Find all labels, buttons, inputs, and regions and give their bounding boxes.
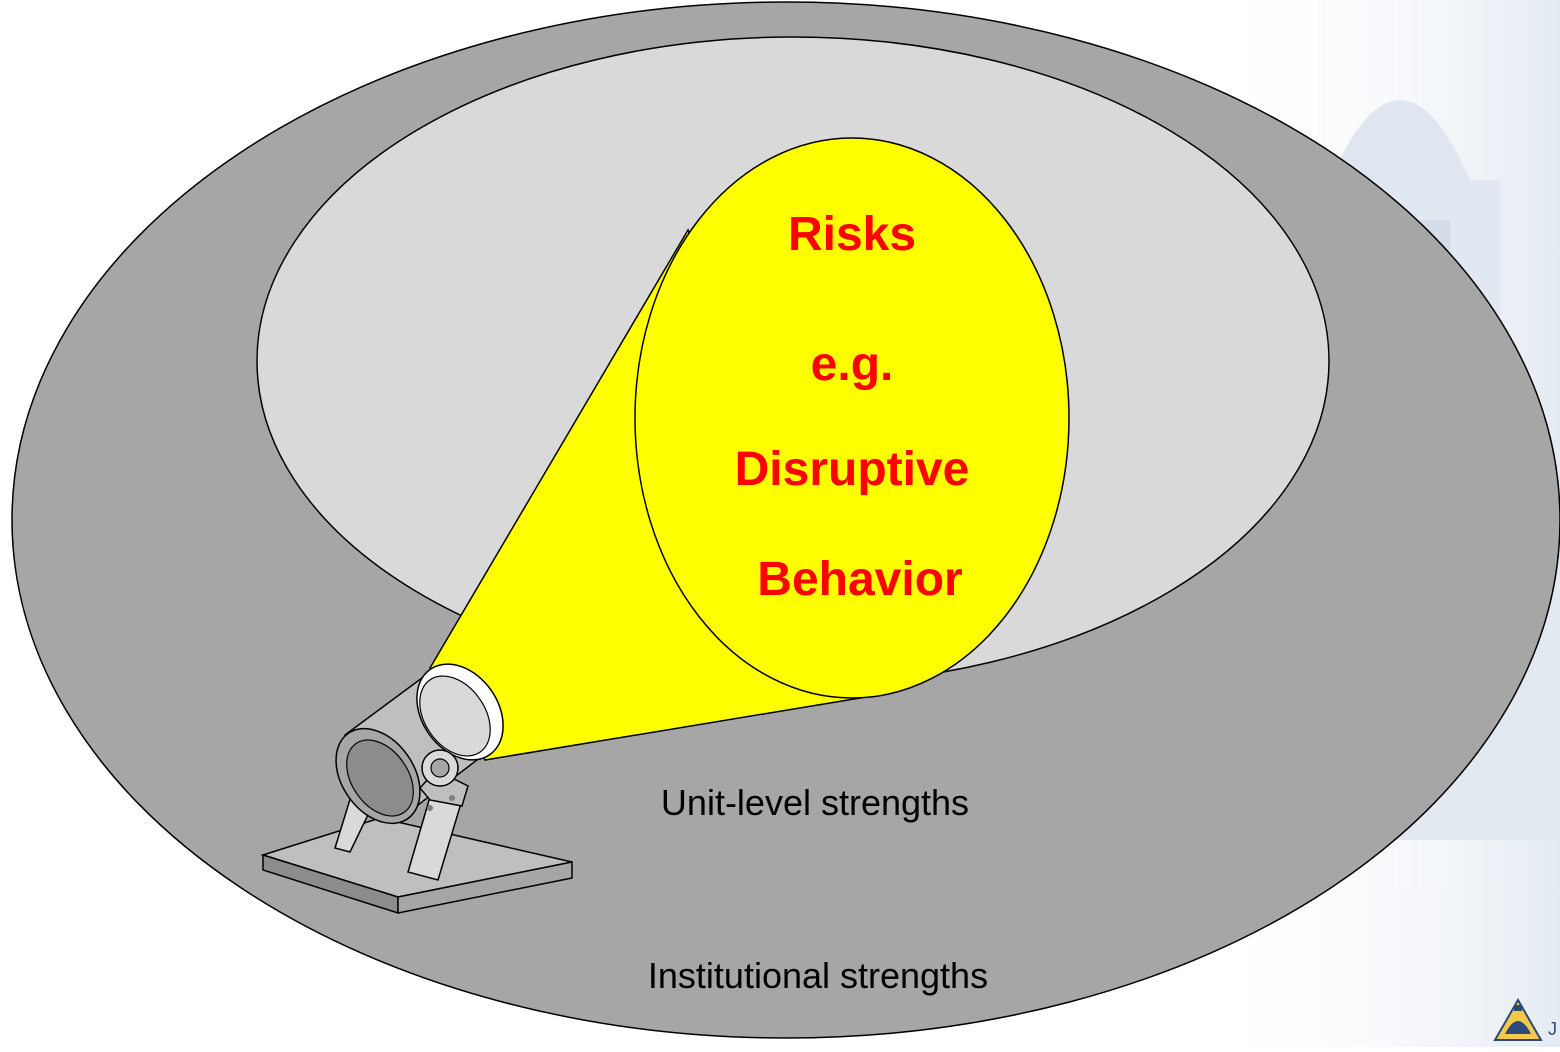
spotlight-line-disruptive: Disruptive xyxy=(735,443,970,496)
spotlight-line-eg: e.g. xyxy=(811,338,894,391)
outer-ring-label: Institutional strengths xyxy=(648,955,988,996)
university-dome-logo: J xyxy=(1493,997,1557,1041)
spotlight-lamp-icon xyxy=(260,663,573,915)
spotlight-line-behavior: Behavior xyxy=(757,553,962,606)
spotlight-ellipse xyxy=(634,137,1070,699)
spotlight-line-risks: Risks xyxy=(788,208,916,261)
svg-text:J: J xyxy=(1548,1019,1557,1039)
inner-ring-label: Unit-level strengths xyxy=(661,782,969,823)
